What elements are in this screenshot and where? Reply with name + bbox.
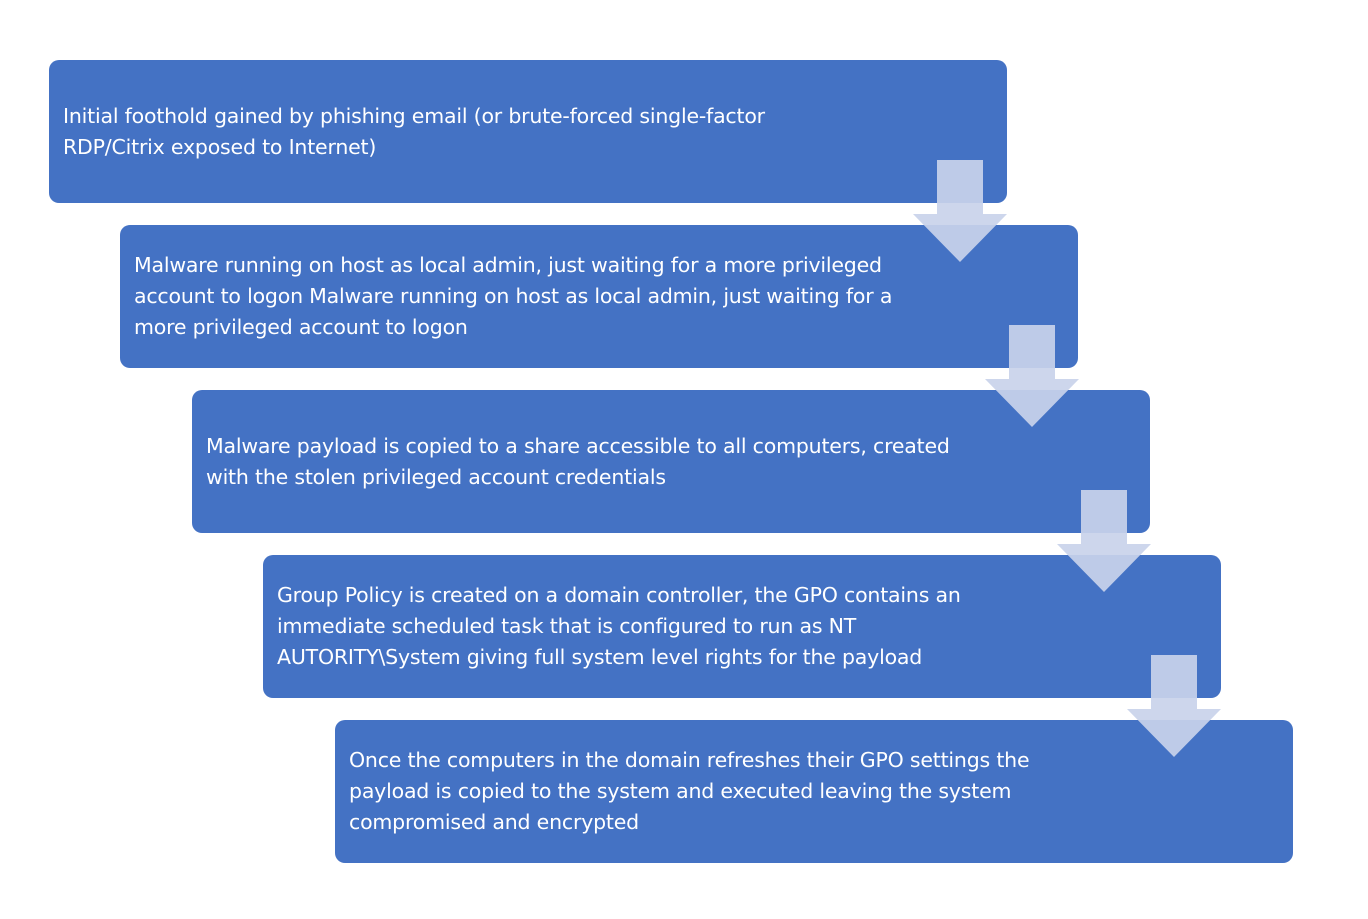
down-arrow-icon — [1057, 490, 1151, 592]
down-arrow-icon — [985, 325, 1079, 427]
step-box-2: Malware running on host as local admin, … — [120, 225, 1078, 368]
step-text-4: Group Policy is created on a domain cont… — [277, 583, 961, 669]
down-arrow-icon — [913, 160, 1007, 262]
down-arrow-icon — [1127, 655, 1221, 757]
step-text-3: Malware payload is copied to a share acc… — [206, 433, 950, 489]
step-box-4: Group Policy is created on a domain cont… — [263, 555, 1221, 698]
step-text-2: Malware running on host as local admin, … — [134, 253, 893, 339]
step-box-3: Malware payload is copied to a share acc… — [192, 390, 1150, 533]
step-text-5: Once the computers in the domain refresh… — [349, 748, 1030, 834]
step-box-1: Initial foothold gained by phishing emai… — [49, 60, 1007, 203]
step-box-5: Once the computers in the domain refresh… — [335, 720, 1293, 863]
step-text-1: Initial foothold gained by phishing emai… — [63, 103, 765, 159]
